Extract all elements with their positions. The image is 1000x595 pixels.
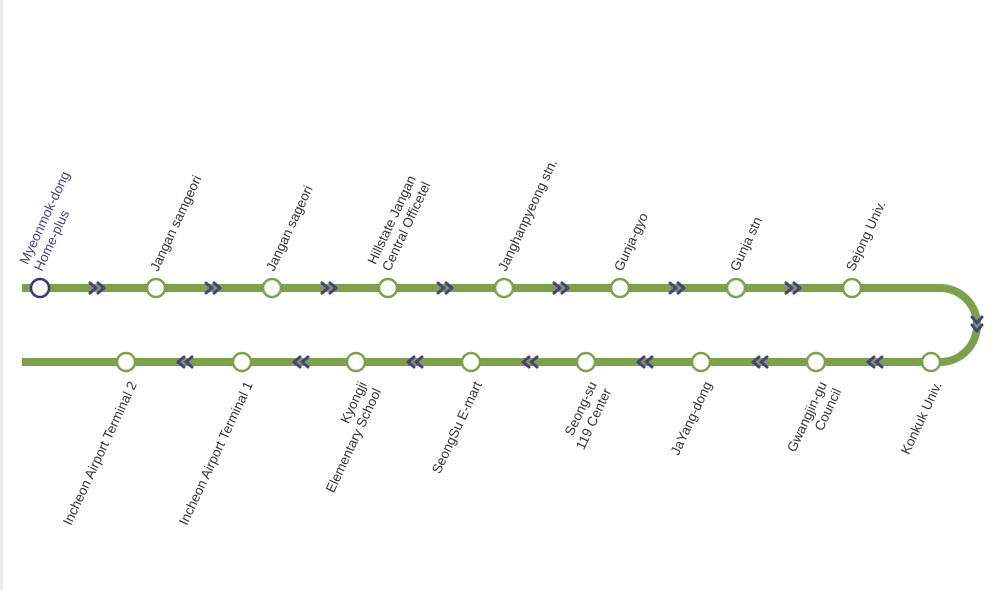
station-marker-gunja-stn[interactable] bbox=[725, 277, 747, 299]
station-label-jangan-samgeori: Jangan samgeori bbox=[147, 173, 204, 273]
direction-arrow-left bbox=[636, 355, 654, 369]
direction-arrow-left bbox=[406, 355, 424, 369]
direction-arrow-down bbox=[970, 315, 984, 333]
station-marker-gwangjin-gu-council[interactable] bbox=[805, 351, 827, 373]
station-label-gunja-gyo: Gunja-gyo bbox=[611, 210, 651, 273]
station-marker-incheon-airport-terminal-1[interactable] bbox=[231, 351, 253, 373]
station-label-seong-su-119-center: Seong-su119 Center bbox=[558, 379, 614, 452]
track-layer bbox=[22, 284, 981, 366]
direction-arrow-right bbox=[204, 281, 222, 295]
direction-arrow-right bbox=[320, 281, 338, 295]
station-marker-myeonmok-dong-home-plus[interactable] bbox=[29, 277, 51, 299]
station-marker-incheon-airport-terminal-2[interactable] bbox=[115, 351, 137, 373]
station-marker-sejong-univ[interactable] bbox=[841, 277, 863, 299]
station-label-gunja-stn: Gunja stn bbox=[727, 215, 765, 274]
station-marker-konkuk-univ[interactable] bbox=[920, 351, 942, 373]
direction-arrow-right bbox=[436, 281, 454, 295]
direction-arrow-right bbox=[784, 281, 802, 295]
direction-arrows bbox=[88, 281, 984, 369]
station-label-myeonmok-dong-home-plus: Myeonmok-dongHome-plus bbox=[17, 169, 88, 273]
station-label-janghanpyeong-stn: Janghanpyeong stn. bbox=[495, 157, 560, 274]
direction-arrow-left bbox=[521, 355, 539, 369]
station-labels: Myeonmok-dongHome-plus Jangan samgeori Jan… bbox=[17, 157, 945, 528]
station-label-hillstate-jangan-central-officetel: Hillstate JanganCentral Officetel bbox=[365, 173, 434, 274]
station-label-jayang-dong: JaYang-dong bbox=[668, 379, 715, 457]
direction-arrow-left bbox=[866, 355, 884, 369]
direction-arrow-left bbox=[176, 355, 194, 369]
station-marker-jangan-sageori[interactable] bbox=[261, 277, 283, 299]
direction-arrow-left bbox=[292, 355, 310, 369]
station-label-sejong-univ: Sejong Univ. bbox=[843, 198, 889, 273]
station-marker-kyongji-elementary-school[interactable] bbox=[345, 351, 367, 373]
direction-arrow-left bbox=[751, 355, 769, 369]
station-label-gwangjin-gu-council: Gwangjin-guCouncil bbox=[784, 379, 844, 461]
station-marker-hillstate-jangan-central-officetel[interactable] bbox=[377, 277, 399, 299]
station-label-seongsu-e-mart: SeongSu E-mart bbox=[429, 379, 485, 476]
direction-arrow-right bbox=[88, 281, 106, 295]
left-border bbox=[0, 0, 3, 590]
station-label-incheon-airport-terminal-1: Incheon Airport Terminal 1 bbox=[176, 379, 256, 527]
station-marker-janghanpyeong-stn[interactable] bbox=[493, 277, 515, 299]
station-label-jangan-sageori: Jangan sageori bbox=[263, 183, 316, 273]
direction-arrow-right bbox=[668, 281, 686, 295]
station-marker-seong-su-119-center[interactable] bbox=[575, 351, 597, 373]
station-marker-seongsu-e-mart[interactable] bbox=[460, 351, 482, 373]
station-marker-gunja-gyo[interactable] bbox=[609, 277, 631, 299]
stations bbox=[29, 277, 942, 373]
station-label-incheon-airport-terminal-2: Incheon Airport Terminal 2 bbox=[60, 379, 140, 527]
station-marker-jayang-dong[interactable] bbox=[690, 351, 712, 373]
station-label-konkuk-univ: Konkuk Univ. bbox=[898, 379, 945, 457]
station-marker-jangan-samgeori[interactable] bbox=[145, 277, 167, 299]
direction-arrow-right bbox=[552, 281, 570, 295]
track-turn bbox=[939, 284, 981, 366]
station-label-kyongji-elementary-school: KyongjiElementary School bbox=[308, 379, 384, 495]
